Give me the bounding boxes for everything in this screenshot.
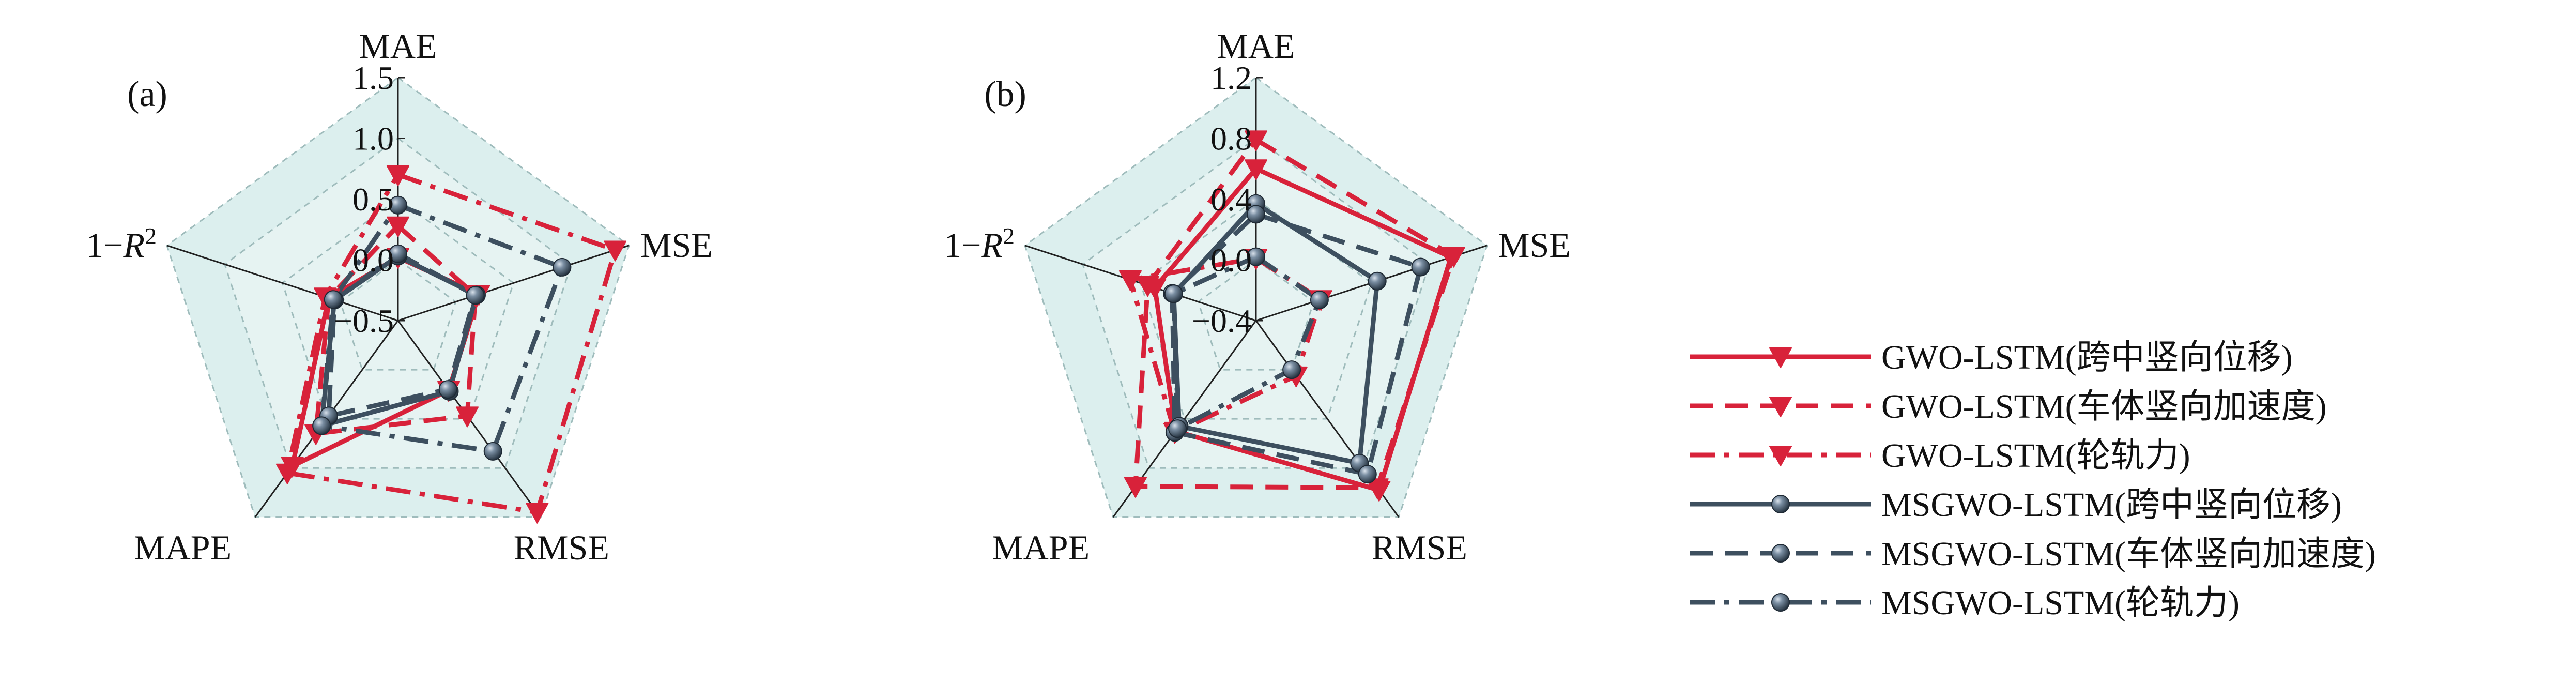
legend-marker xyxy=(1769,347,1792,369)
data-point xyxy=(1168,419,1187,438)
data-point xyxy=(389,244,407,263)
data-point xyxy=(1310,291,1329,310)
radar-grid-ring xyxy=(1082,137,1430,469)
data-point xyxy=(1244,130,1268,151)
series-line xyxy=(319,203,564,454)
legend-label: GWO-LSTM(跨中竖向位移) xyxy=(1881,339,2293,376)
series-line xyxy=(1170,211,1423,477)
tick-label: −0.4 xyxy=(1192,302,1252,339)
tick-label: 0.5 xyxy=(352,181,394,218)
data-point xyxy=(1136,276,1159,297)
data-point xyxy=(1442,247,1465,268)
data-point xyxy=(324,290,343,309)
tick-label: 0.0 xyxy=(1210,242,1252,279)
data-point xyxy=(1164,284,1183,303)
axis-label: RMSE xyxy=(514,528,609,567)
axis-label: MAE xyxy=(359,26,437,66)
radar-grid-ring xyxy=(281,198,515,420)
data-point xyxy=(312,416,331,435)
series-line xyxy=(1171,254,1322,431)
legend: GWO-LSTM(跨中竖向位移) GWO-LSTM(车体竖向加速度) GWO-LST… xyxy=(1690,339,2376,622)
data-point xyxy=(1247,247,1265,266)
axis-label: 1−R2 xyxy=(86,222,157,265)
data-point xyxy=(1368,271,1387,291)
data-point xyxy=(526,503,549,524)
data-point xyxy=(389,195,407,215)
legend-label: GWO-LSTM(车体竖向加速度) xyxy=(1881,388,2327,426)
legend-item: GWO-LSTM(轮轨力) xyxy=(1690,437,2190,475)
legend-item: MSGWO-LSTM(轮轨力) xyxy=(1690,584,2240,622)
data-point xyxy=(466,286,485,305)
data-point xyxy=(1358,465,1377,484)
legend-marker xyxy=(1771,544,1790,563)
tick-label: 0.8 xyxy=(1210,120,1252,157)
data-point xyxy=(1247,205,1265,224)
radar-grid-ring xyxy=(1197,259,1315,371)
axis-label: RMSE xyxy=(1372,528,1467,567)
series-line xyxy=(1152,166,1453,493)
data-point xyxy=(275,463,299,484)
data-point xyxy=(553,257,572,277)
legend-item: MSGWO-LSTM(车体竖向加速度) xyxy=(1690,535,2376,573)
tick-label: 0.0 xyxy=(352,242,394,279)
legend-item: MSGWO-LSTM(跨中竖向位移) xyxy=(1690,486,2342,524)
tick-label: 1.0 xyxy=(352,120,394,157)
legend-label: MSGWO-LSTM(跨中竖向位移) xyxy=(1881,486,2342,524)
axis-label: MAPE xyxy=(134,528,232,567)
legend-label: MSGWO-LSTM(车体竖向加速度) xyxy=(1881,535,2376,573)
radar-axis-line xyxy=(166,245,398,322)
radar-grid-ring xyxy=(1139,198,1373,420)
legend-item: GWO-LSTM(车体竖向加速度) xyxy=(1690,388,2327,426)
data-point xyxy=(1411,257,1430,277)
data-point xyxy=(1118,270,1142,292)
axis-label: MSE xyxy=(640,225,713,265)
series-line xyxy=(326,251,478,418)
axis-label: MAE xyxy=(1217,26,1295,66)
axis-label: 1−R2 xyxy=(944,222,1015,265)
data-point xyxy=(1124,477,1147,498)
tick-label: 1.5 xyxy=(352,59,394,96)
legend-marker xyxy=(1771,495,1790,513)
series-line xyxy=(285,172,618,515)
data-point xyxy=(604,240,627,262)
panel-label: (a) xyxy=(127,74,167,114)
legend-label: MSGWO-LSTM(轮轨力) xyxy=(1881,584,2240,622)
radar-axis-line xyxy=(397,245,630,322)
legend-marker xyxy=(1769,446,1792,467)
legend-item: GWO-LSTM(跨中竖向位移) xyxy=(1690,339,2293,376)
axis-label: MAPE xyxy=(992,528,1090,567)
legend-marker xyxy=(1769,397,1792,418)
radar-grid-ring xyxy=(224,137,572,469)
legend-label: GWO-LSTM(轮轨力) xyxy=(1881,437,2190,475)
tick-label: 1.2 xyxy=(1210,59,1252,96)
series-line xyxy=(1133,137,1456,490)
data-point xyxy=(1366,478,1389,499)
radar-grid-ring xyxy=(339,259,457,371)
data-point xyxy=(438,380,457,399)
axis-label: MSE xyxy=(1498,225,1571,265)
data-point xyxy=(386,216,410,237)
data-point xyxy=(455,406,479,428)
data-point xyxy=(1244,159,1268,180)
panel-label: (b) xyxy=(984,74,1026,114)
data-point xyxy=(386,165,410,187)
data-point xyxy=(483,442,502,461)
tick-label: 0.4 xyxy=(1210,181,1252,218)
tick-label: −0.5 xyxy=(334,302,394,339)
data-point xyxy=(1282,360,1301,379)
legend-marker xyxy=(1771,593,1790,612)
